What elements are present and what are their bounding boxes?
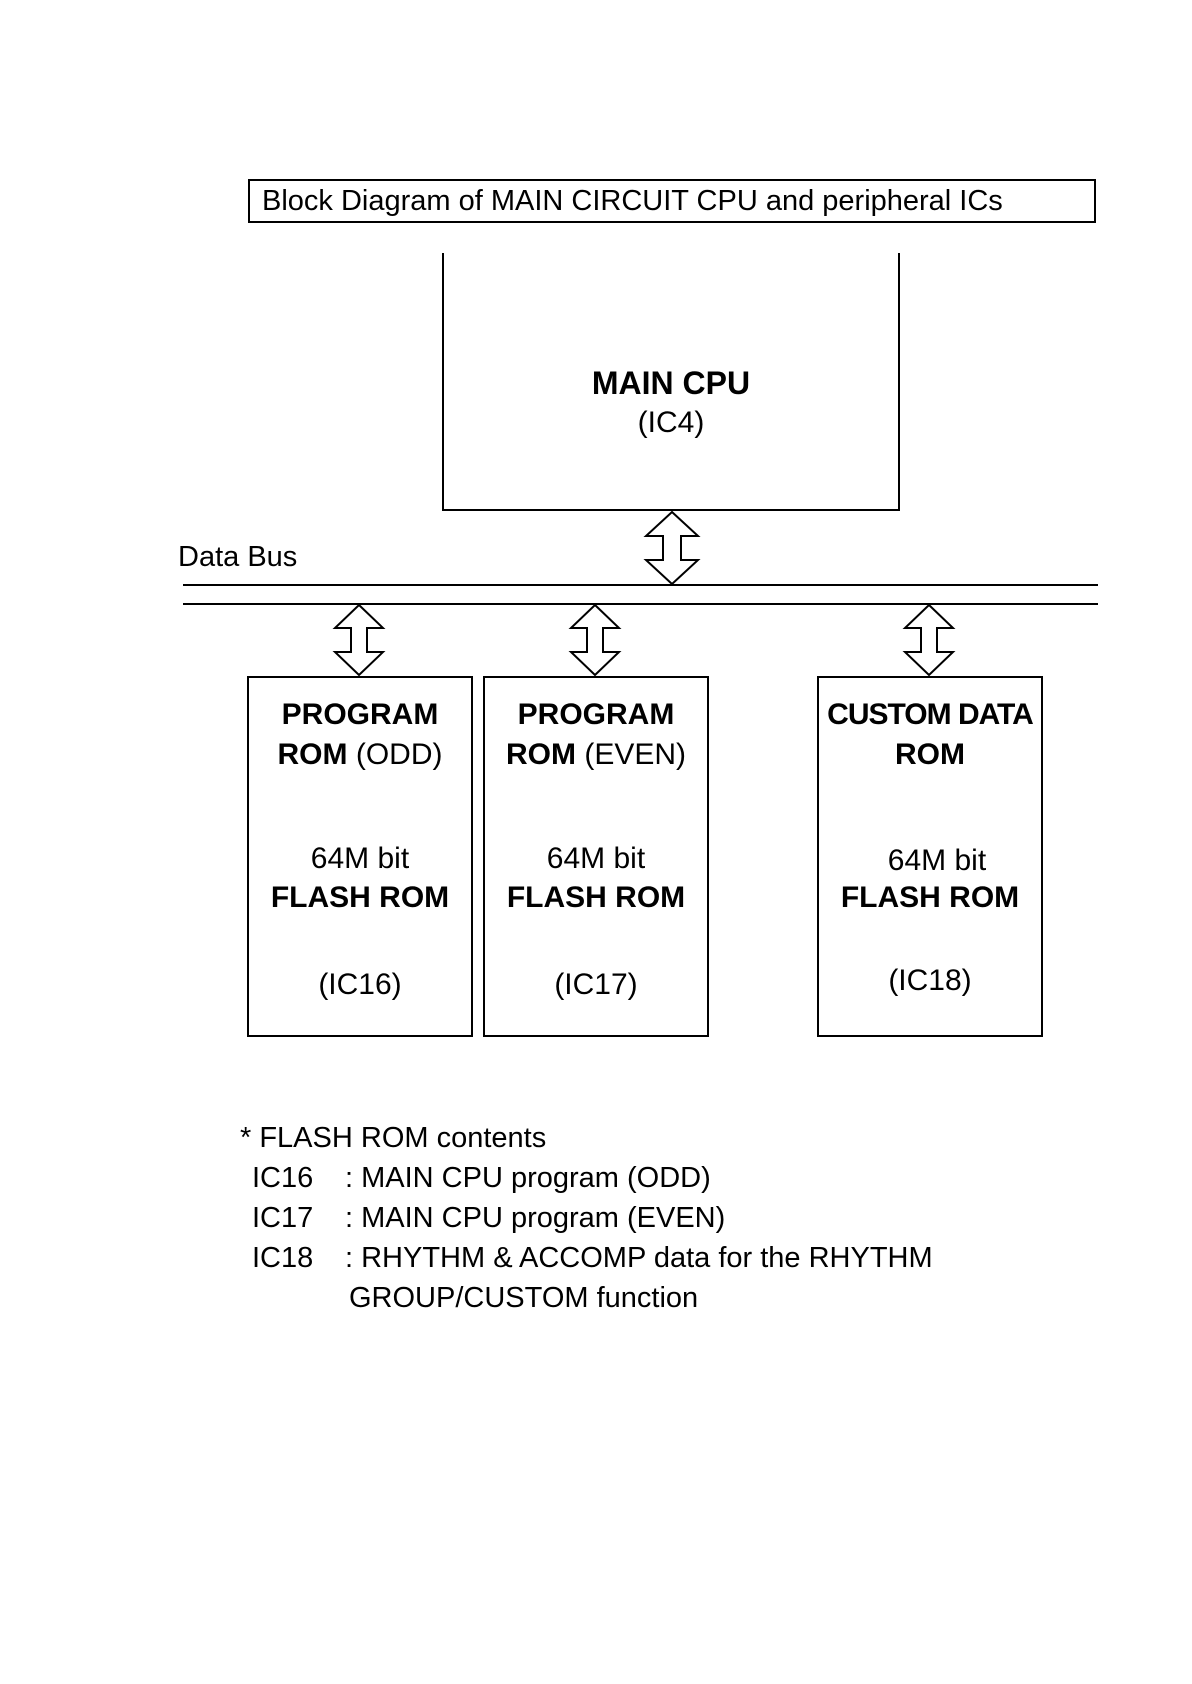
program-rom-odd-block: PROGRAM ROM (ODD) 64M bit FLASH ROM (IC1… [247, 676, 473, 1037]
note-item: IC18 : RHYTHM & ACCOMP data for the RHYTH… [240, 1238, 933, 1278]
rom-size: 64M bit [310, 842, 410, 875]
rom-type: FLASH ROM [840, 881, 1020, 914]
note-text: : MAIN CPU program (ODD) [345, 1162, 711, 1194]
rom-title-line2: ROM [895, 738, 965, 771]
rom-ic-label: (IC18) [888, 964, 972, 997]
cpu-name: MAIN CPU [591, 365, 751, 401]
rom-title-line2: ROM (EVEN) [505, 738, 687, 771]
cpu-bus-arrow-icon [643, 511, 701, 585]
rom-ic-label: (IC17) [554, 968, 638, 1001]
rom-ic-label: (IC16) [318, 968, 402, 1001]
note-ic-id: IC16 [252, 1162, 314, 1194]
even-rom-bus-arrow-icon [568, 604, 622, 676]
main-cpu-block: MAIN CPU (IC4) [442, 253, 900, 511]
data-bus-line-bottom [183, 603, 1098, 605]
rom-type: FLASH ROM [506, 881, 686, 914]
rom-title-line1: CUSTOM DATA [827, 698, 1034, 731]
data-bus-line-top [183, 584, 1098, 586]
rom-title-line1: PROGRAM [281, 698, 439, 731]
custom-rom-bus-arrow-icon [902, 604, 956, 676]
diagram-title: Block Diagram of MAIN CIRCUIT CPU and pe… [248, 179, 1096, 223]
notes-heading: * FLASH ROM contents [240, 1122, 547, 1154]
custom-data-rom-block: CUSTOM DATA ROM 64M bit FLASH ROM (IC18) [817, 676, 1043, 1037]
program-rom-even-block: PROGRAM ROM (EVEN) 64M bit FLASH ROM (IC… [483, 676, 709, 1037]
cpu-ic-label: (IC4) [637, 406, 705, 439]
rom-size: 64M bit [887, 844, 987, 877]
data-bus-label: Data Bus [178, 541, 298, 573]
note-item: IC17 : MAIN CPU program (EVEN) [240, 1198, 933, 1238]
note-continuation: GROUP/CUSTOM function [349, 1282, 699, 1314]
odd-rom-bus-arrow-icon [332, 604, 386, 676]
rom-title-line1: PROGRAM [517, 698, 675, 731]
note-ic-id: IC18 [252, 1242, 314, 1274]
note-text: : MAIN CPU program (EVEN) [345, 1202, 726, 1234]
rom-type: FLASH ROM [270, 881, 450, 914]
rom-size: 64M bit [546, 842, 646, 875]
flash-rom-notes: * FLASH ROM contents IC16 : MAIN CPU prog… [240, 1118, 933, 1318]
note-text: : RHYTHM & ACCOMP data for the RHYTHM [345, 1242, 933, 1274]
rom-title-line2: ROM (ODD) [277, 738, 443, 771]
note-item: IC16 : MAIN CPU program (ODD) [240, 1158, 933, 1198]
note-ic-id: IC17 [252, 1202, 314, 1234]
